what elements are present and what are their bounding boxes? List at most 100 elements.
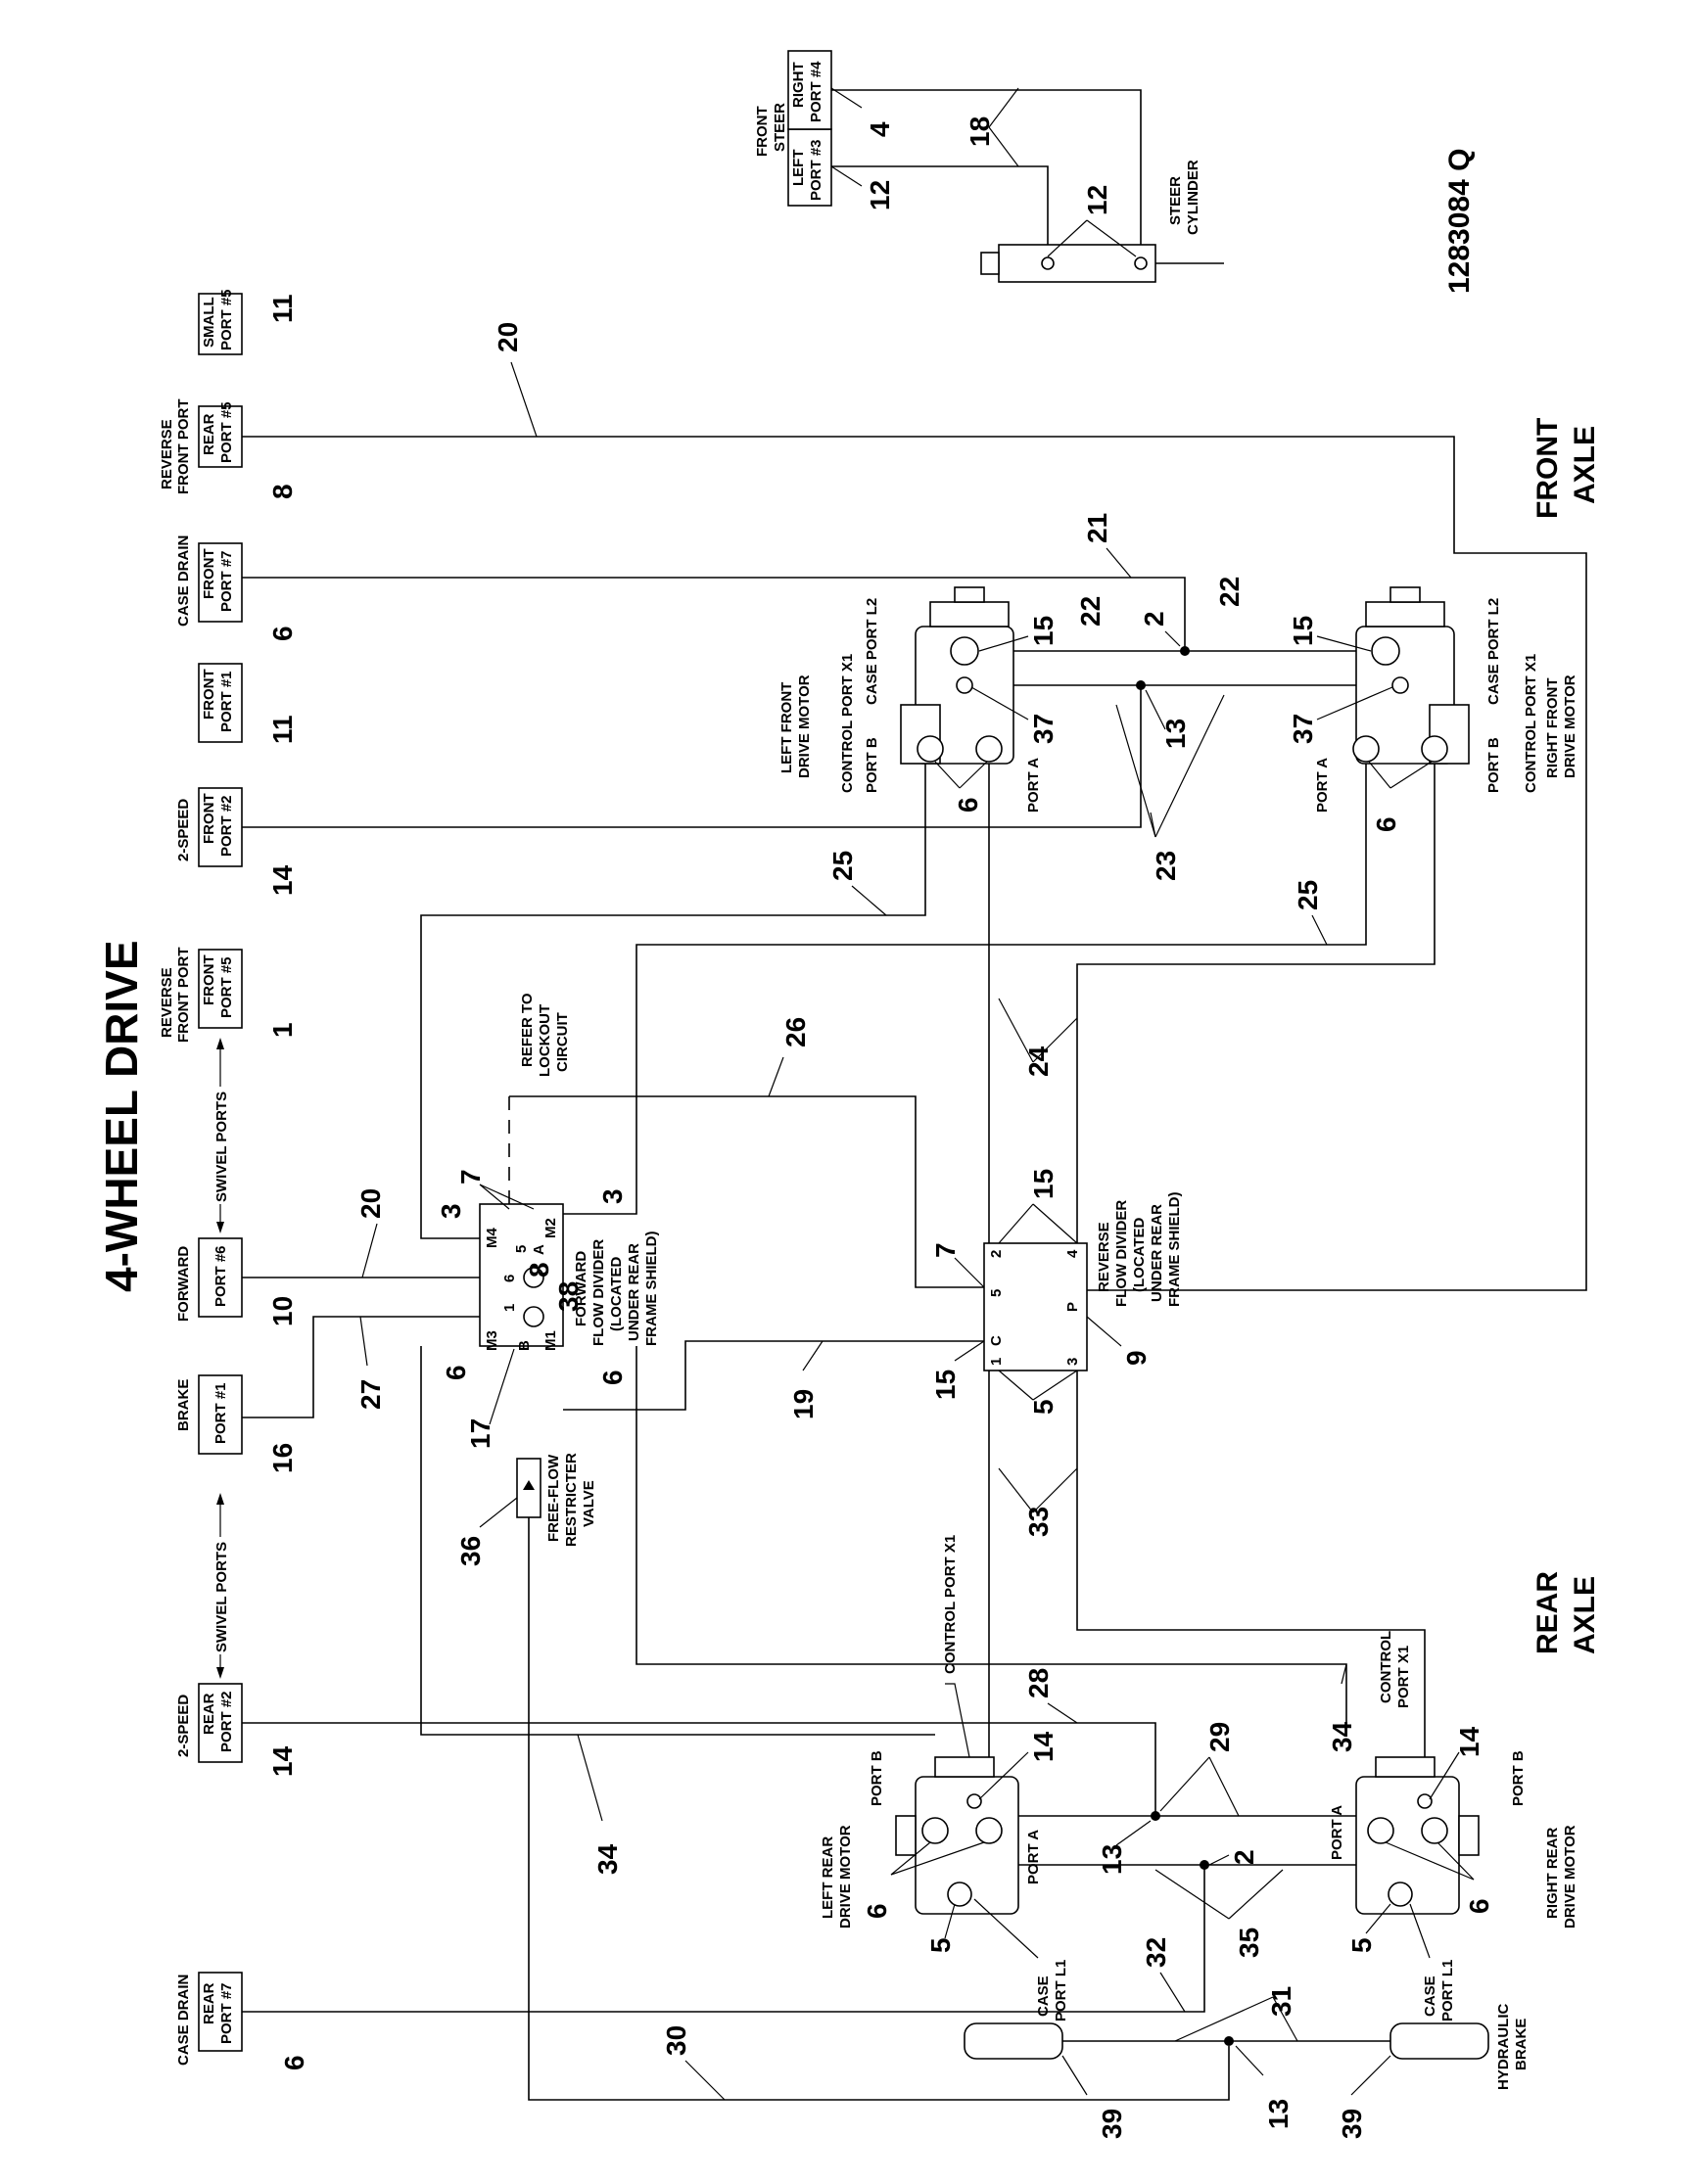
callout-3a: 3	[436, 1203, 466, 1219]
svg-text:PORT L1: PORT L1	[1053, 1960, 1069, 2021]
right-rear-drive-motor	[1355, 1756, 1480, 1915]
right-front-drive-motor	[1352, 586, 1470, 765]
steer-cylinder	[980, 244, 1224, 283]
svg-text:SMALL: SMALL	[201, 297, 217, 348]
callout-8-divider: 8	[524, 1262, 554, 1278]
callout-18: 18	[965, 116, 995, 147]
svg-text:PORT #7: PORT #7	[218, 550, 235, 612]
label-case-port-l2-lf: CASE PORT L2	[864, 598, 880, 705]
front-axle-label: FRONT AXLE	[1531, 418, 1601, 519]
svg-text:PORT #5: PORT #5	[218, 289, 235, 350]
svg-text:FRONT: FRONT	[201, 548, 217, 599]
svg-text:5: 5	[988, 1289, 1005, 1297]
callout-21: 21	[1082, 513, 1112, 543]
hose-21	[242, 577, 1186, 651]
callout-13b: 13	[1097, 1844, 1127, 1875]
left-front-drive-motor	[900, 586, 1014, 765]
hose-23	[242, 685, 1142, 828]
svg-text:VALVE: VALVE	[581, 1480, 597, 1527]
rear-axle-label: REAR AXLE	[1531, 1571, 1601, 1654]
right-front-motor-label: RIGHT FRONT DRIVE MOTOR	[1544, 674, 1578, 778]
callout-30: 30	[661, 2025, 691, 2056]
callout-1: 1	[267, 1022, 298, 1038]
label-control-port-x1-lr: CONTROL PORT X1	[942, 1535, 959, 1674]
port-box-rear-5: REAR PORT #5	[198, 401, 243, 468]
svg-text:PORT #2: PORT #2	[218, 795, 235, 857]
svg-text:REAR: REAR	[201, 413, 217, 455]
swivel-ports-bottom: SWIVEL PORTS	[208, 1493, 233, 1679]
svg-text:SWIVEL PORTS: SWIVEL PORTS	[213, 1092, 230, 1202]
svg-text:(LOCATED: (LOCATED	[608, 1256, 625, 1331]
hose-28	[242, 1722, 1156, 1816]
svg-text:RIGHT REAR: RIGHT REAR	[1544, 1828, 1561, 1920]
callout-4: 4	[865, 121, 895, 137]
svg-text:PORT #3: PORT #3	[808, 139, 824, 201]
hose-32	[242, 1865, 1205, 2013]
forward-flow-divider-label: FORWARD FLOW DIVIDER (LOCATED UNDER REAR…	[573, 1231, 660, 1347]
callout-32: 32	[1141, 1937, 1171, 1968]
svg-text:1: 1	[501, 1304, 518, 1312]
svg-text:FLOW DIVIDER: FLOW DIVIDER	[1113, 1200, 1130, 1307]
callout-25a: 25	[827, 851, 858, 881]
port-box-rear-2: REAR PORT #2	[198, 1683, 243, 1763]
port-box-front-7: FRONT PORT #7	[198, 542, 243, 623]
callout-6a: 6	[953, 797, 983, 813]
svg-text:UNDER REAR: UNDER REAR	[1149, 1204, 1165, 1302]
callout-6: 6	[267, 626, 298, 641]
hose-27	[242, 1316, 480, 1418]
hose-30	[528, 1459, 1230, 2101]
svg-text:LOCKOUT: LOCKOUT	[537, 1004, 553, 1077]
callout-22a: 22	[1075, 596, 1106, 627]
svg-text:M4: M4	[484, 1228, 500, 1248]
svg-text:CONTROL: CONTROL	[1378, 1631, 1394, 1703]
svg-text:REAR: REAR	[201, 1693, 217, 1735]
svg-text:PORT #6: PORT #6	[212, 1245, 229, 1307]
callout-14a: 14	[1028, 1731, 1059, 1762]
svg-text:FRONT PORT: FRONT PORT	[175, 399, 192, 495]
callout-29: 29	[1204, 1722, 1235, 1752]
callout-6d: 6	[597, 1370, 628, 1385]
svg-text:LEFT: LEFT	[790, 150, 807, 187]
svg-text:CYLINDER: CYLINDER	[1185, 160, 1201, 235]
right-rear-motor-label: RIGHT REAR DRIVE MOTOR	[1544, 1825, 1578, 1928]
label-port-a-lr: PORT A	[1025, 1830, 1042, 1884]
svg-text:FRONT PORT: FRONT PORT	[175, 948, 192, 1044]
label-control-port-x1-rr: CONTROL PORT X1	[1378, 1631, 1412, 1708]
callout-26: 26	[780, 1017, 811, 1047]
hose-24-right	[1076, 754, 1436, 1243]
lockout-label: REFER TO LOCKOUT CIRCUIT	[519, 993, 571, 1077]
svg-text:FLOW DIVIDER: FLOW DIVIDER	[590, 1239, 607, 1346]
label-port-a-rf: PORT A	[1314, 758, 1331, 813]
caption-brake: BRAKE	[175, 1379, 192, 1431]
callout-37b: 37	[1288, 714, 1318, 744]
hose-19	[563, 1340, 984, 1411]
svg-text:BRAKE: BRAKE	[1513, 2019, 1530, 2070]
callout-34b: 34	[1327, 1721, 1357, 1752]
svg-text:1: 1	[988, 1358, 1005, 1366]
callout-8: 8	[267, 484, 298, 499]
hose-26	[509, 1095, 984, 1288]
svg-text:M2: M2	[542, 1218, 559, 1238]
callout-11b: 11	[267, 715, 298, 744]
left-rear-motor-label: LEFT REAR DRIVE MOTOR	[820, 1825, 854, 1928]
svg-text:CASE: CASE	[1035, 1975, 1052, 2017]
svg-text:RIGHT: RIGHT	[790, 62, 807, 108]
svg-text:REAR: REAR	[201, 1982, 217, 2024]
caption-forward: FORWARD	[175, 1246, 192, 1322]
caption-case-drain-front: CASE DRAIN	[175, 535, 192, 627]
hose-34-left	[420, 1346, 935, 1736]
caption-reverse-front-port-2: REVERSE FRONT PORT	[159, 948, 192, 1044]
svg-text:CIRCUIT: CIRCUIT	[554, 1012, 571, 1072]
svg-text:FRONT: FRONT	[201, 793, 217, 844]
forward-flow-divider: M4 M2 5 A 6 1 M3 B M1	[479, 1203, 564, 1351]
svg-text:REVERSE: REVERSE	[1096, 1222, 1112, 1292]
callout-38: 38	[553, 1281, 584, 1312]
callout-15a: 15	[1028, 616, 1059, 646]
callout-12-left-port: 12	[865, 180, 895, 210]
port-box-front-2: FRONT PORT #2	[198, 787, 243, 867]
hose-20	[242, 436, 1587, 1291]
callout-9: 9	[1121, 1350, 1152, 1366]
svg-text:FRAME SHIELD): FRAME SHIELD)	[1166, 1192, 1183, 1308]
reverse-flow-divider: 2 4 5 C 1 P 3	[983, 1242, 1088, 1371]
svg-text:AXLE: AXLE	[1569, 1576, 1601, 1654]
